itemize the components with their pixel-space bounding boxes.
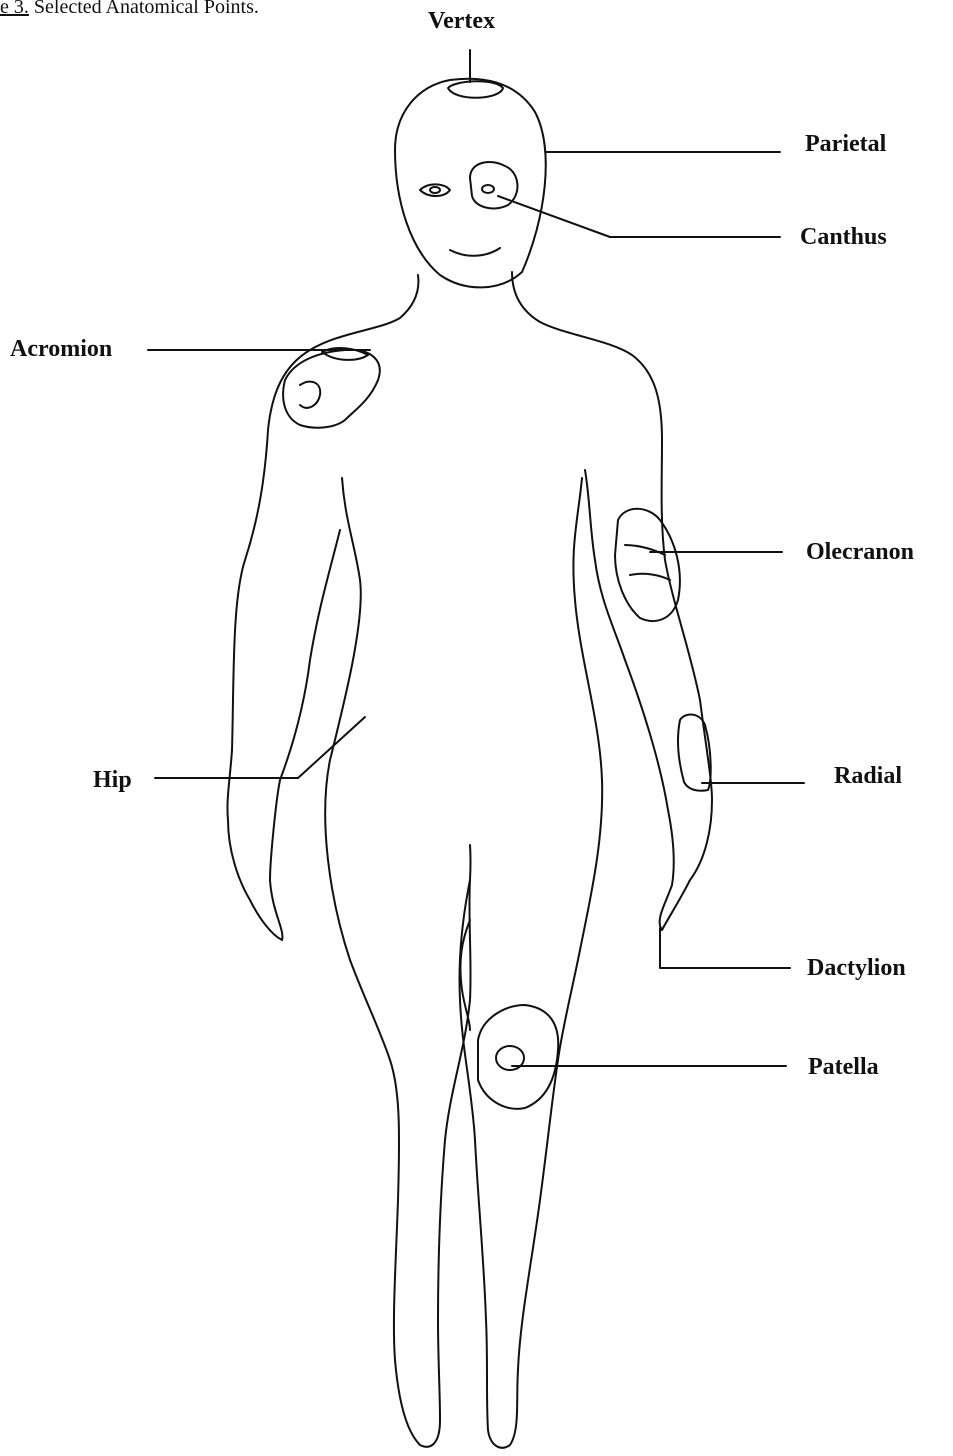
olecranon-patch — [615, 509, 680, 621]
acromion-patch — [283, 350, 380, 428]
label-canthus: Canthus — [800, 225, 887, 249]
radial-patch — [678, 715, 711, 791]
label-dactylion: Dactylion — [807, 956, 906, 980]
label-acromion: Acromion — [10, 337, 112, 361]
figure-number: e 3. — [0, 0, 29, 18]
label-radial: Radial — [834, 764, 902, 788]
vertex-patch — [448, 81, 503, 98]
figure-caption: e 3. Selected Anatomical Points. — [0, 0, 259, 19]
label-vertex: Vertex — [428, 9, 495, 33]
torso-right-outline — [512, 272, 712, 930]
acromion-inner-lines — [300, 382, 320, 408]
right-pupil — [430, 187, 440, 193]
torso-left-outline — [227, 275, 418, 940]
left-inner-body — [325, 478, 470, 1447]
dactylion-leader — [660, 928, 790, 968]
patella-patch — [478, 1005, 558, 1109]
left-pupil — [482, 185, 494, 193]
label-olecranon: Olecranon — [806, 540, 914, 564]
figure-title: Selected Anatomical Points. — [34, 0, 259, 18]
label-patella: Patella — [808, 1055, 879, 1079]
right-inner-body — [459, 478, 602, 1448]
mouth — [450, 248, 500, 256]
label-hip: Hip — [93, 768, 132, 792]
label-parietal: Parietal — [805, 132, 886, 156]
